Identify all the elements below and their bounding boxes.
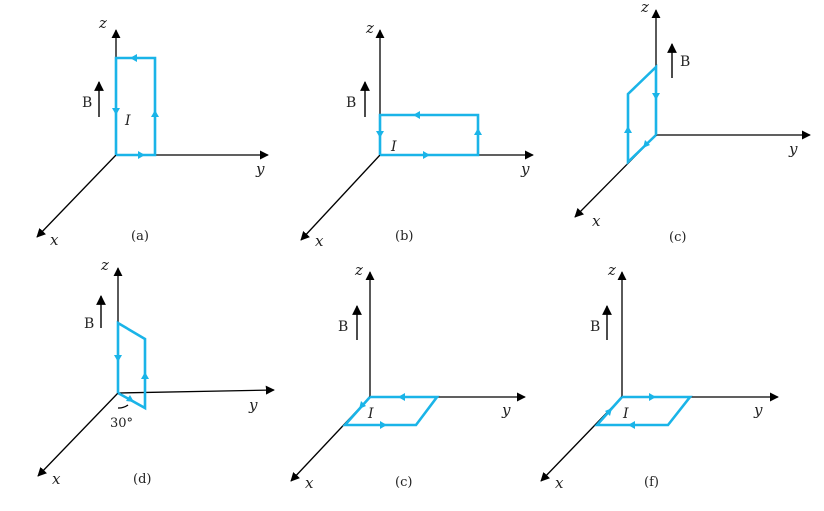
panel-d: z y x B 30° (d) [37,256,275,488]
panel-e: z y x B I (c) [290,261,526,492]
y-axis-label: y [248,396,258,414]
field-label: B [82,95,92,111]
y-axis-label: y [255,160,265,178]
panel-b: z y x B I (b) [300,19,534,250]
current-direction-arrow [652,93,660,100]
current-direction-arrow [423,151,430,159]
current-label: I [390,139,397,155]
current-direction-arrow [138,151,145,159]
panel-c: z y x B (c) [574,0,811,245]
angle-label: 30° [110,416,133,431]
current-direction-arrow [141,372,149,379]
current-label: I [622,406,629,422]
current-loop [626,63,658,166]
current-loop [342,395,440,427]
current-direction-arrow [643,140,650,148]
current-direction-arrow [151,110,159,117]
panel-caption: (d) [133,472,151,487]
current-direction-arrow [628,421,635,429]
current-direction-arrow [413,111,420,119]
current-direction-arrow [380,421,387,429]
x-axis [36,154,117,238]
x-axis-label: x [305,474,314,492]
z-axis-label: z [365,19,374,37]
current-loop [594,395,693,427]
x-axis-label: x [50,231,59,249]
x-axis [37,392,119,477]
current-direction-arrow [376,131,384,138]
y-axis [117,385,275,395]
z-axis-label: z [100,256,109,274]
panel-caption: (c) [669,230,686,245]
y-axis-label: y [753,401,763,419]
x-axis-label: x [592,212,601,230]
current-label: I [367,406,374,422]
current-direction-arrow [112,108,120,115]
current-direction-arrow [474,128,482,135]
panel-caption: (a) [131,229,149,244]
x-axis-label: x [52,470,61,488]
z-axis-label: z [98,14,107,32]
current-direction-arrow [130,54,137,62]
current-direction-arrow [605,408,612,416]
x-axis [300,154,381,241]
field-label: B [338,319,348,335]
panel-a: z y x B I (a) [36,14,269,249]
current-direction-arrow [624,126,632,133]
current-direction-arrow [398,393,405,401]
current-direction-arrow [126,395,134,402]
field-label: B [590,319,600,335]
current-loop [116,320,147,411]
field-label: B [346,95,356,111]
panel-caption: (c) [395,475,412,490]
x-axis-label: x [315,232,324,250]
field-label: B [84,316,94,332]
y-axis-label: y [501,401,511,419]
x-axis-label: x [555,474,564,492]
current-direction-arrow [114,355,122,362]
current-direction-arrow [649,393,656,401]
z-axis-label: z [354,261,363,279]
panel-caption: (f) [644,475,659,490]
field-label: B [680,54,690,70]
current-direction-arrow [359,401,366,409]
current-loop [378,113,480,157]
y-axis-label: y [520,160,530,178]
z-axis-label: z [607,261,616,279]
angle-arc [117,404,129,409]
current-label: I [124,113,131,129]
panel-caption: (b) [395,229,413,244]
y-axis-label: y [788,140,798,158]
z-axis-label: z [640,0,649,16]
current-loop [114,56,157,157]
panel-f: z y x B I (f) [540,261,779,492]
